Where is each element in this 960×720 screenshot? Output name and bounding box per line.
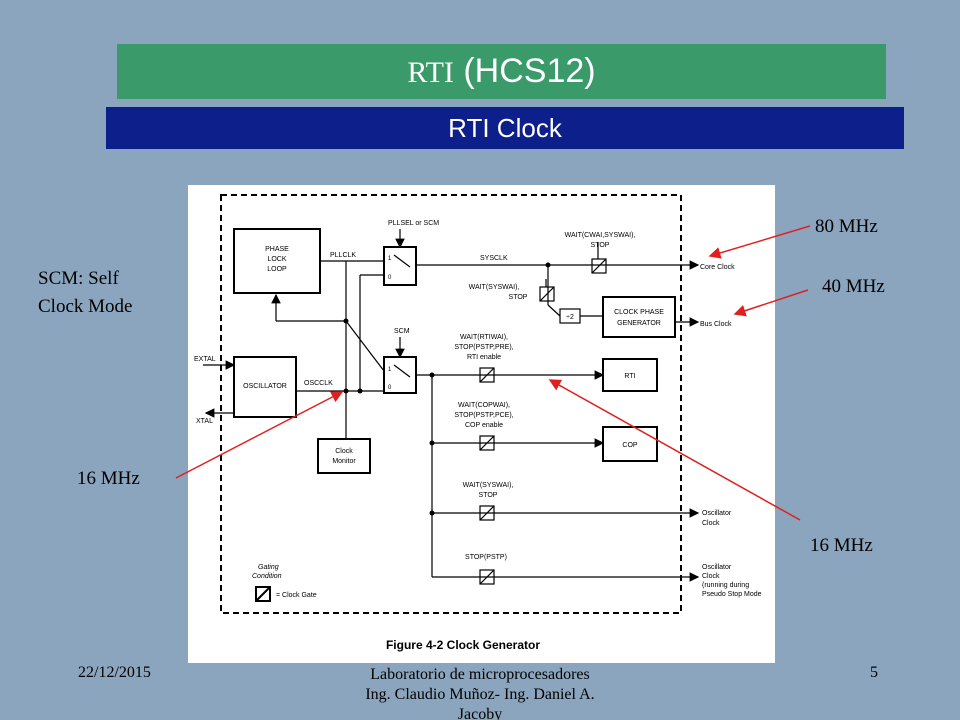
freq-80mhz-label: 80 MHz (815, 216, 878, 237)
pseudo-clock-label-1: Oscillator (702, 564, 732, 571)
clock-monitor-label-2: Monitor (332, 458, 356, 465)
pseudo-clock-label-4: Pseudo Stop Mode (702, 591, 762, 598)
arrow-40mhz (733, 289, 809, 317)
arrow-16mhz-right (548, 379, 801, 521)
rti-block-label: RTI (624, 373, 635, 380)
scm-annotation-line1: SCM: Self (38, 268, 119, 289)
pllsel-label: PLLSEL or SCM (388, 220, 439, 227)
freq-40mhz-label: 40 MHz (822, 276, 885, 297)
gate-rti-label-1: WAIT(RTIWAI), (460, 334, 508, 341)
oscillator-block (233, 356, 297, 418)
footer-date: 22/12/2015 (78, 664, 151, 681)
footer-line1: Laboratorio de microprocesadores (370, 666, 590, 683)
div2-label: ÷2 (566, 314, 574, 321)
mux2-input-1: 1 (388, 367, 392, 373)
arrow-80mhz (708, 225, 811, 259)
clock-generator-figure: PHASE LOCK LOOP PLLCLK PLLSEL or SCM SCM… (188, 185, 775, 663)
freq-16mhz-right-label: 16 MHz (810, 535, 873, 556)
slide-title: RTI (HCS12) (117, 44, 886, 99)
cop-block-label: COP (622, 442, 638, 449)
title-part2: (HCS12) (463, 52, 596, 90)
gate-pseudo-label: STOP(PSTP) (465, 554, 507, 561)
pseudo-clock-label-3: (running during (702, 582, 749, 589)
oscclk-label: OSCCLK (304, 380, 333, 387)
slide-subtitle: RTI Clock (106, 107, 904, 149)
footer-authors: Laboratorio de microprocesadores Ing. Cl… (330, 665, 630, 720)
gate-cop-label-3: COP enable (465, 422, 503, 429)
title-part1: RTI (407, 56, 454, 89)
extal-label: EXTAL (194, 356, 216, 363)
scm-label: SCM (394, 328, 410, 335)
arrow-16mhz-left (175, 391, 344, 479)
gate-core-label-1: WAIT(CWAI,SYSWAI), (565, 232, 636, 239)
gating-label-1: Gating (258, 564, 279, 571)
gate-bus-label-2: STOP (509, 294, 528, 301)
gate-osc-label-2: STOP (479, 492, 498, 499)
pseudo-clock-label-2: Clock (702, 573, 720, 580)
freq-16mhz-left-label: 16 MHz (77, 468, 140, 489)
osc-clock-label-1: Oscillator (702, 510, 732, 517)
gate-cop-label-1: WAIT(COPWAI), (458, 402, 510, 409)
figure-caption: Figure 4-2 Clock Generator (386, 638, 540, 652)
clock-monitor-block (317, 438, 371, 474)
gate-core-label-2: STOP (591, 242, 610, 249)
gate-rti-label-2: STOP(PSTP,PRE), (454, 344, 513, 351)
clock-phase-generator-block (602, 296, 676, 338)
footer-line2: Ing. Claudio Muñoz- Ing. Daniel A. (365, 686, 595, 703)
dashed-boundary (220, 194, 682, 614)
mux1-input-1: 1 (388, 256, 392, 262)
osc-clock-label-2: Clock (702, 520, 720, 527)
cpg-label-1: CLOCK PHASE (614, 309, 664, 316)
bus-clock-label: Bus Clock (700, 321, 732, 328)
pll-label-2: LOCK (267, 256, 286, 263)
clock-generator-diagram: PHASE LOCK LOOP PLLCLK PLLSEL or SCM SCM… (194, 194, 762, 652)
xtal-label: XTAL (196, 418, 213, 425)
sysclk-label: SYSCLK (480, 255, 508, 262)
gate-osc-label-1: WAIT(SYSWAI), (463, 482, 514, 489)
gate-cop-label-2: STOP(PSTP,PCE), (454, 412, 513, 419)
clock-gate-legend: = Clock Gate (276, 592, 317, 599)
cpg-label-2: GENERATOR (617, 320, 661, 327)
footer-page-number: 5 (870, 664, 878, 681)
footer-line3: Jacoby (457, 706, 503, 720)
gating-label-2: Condition (252, 573, 282, 580)
mux1-input-0: 0 (388, 275, 392, 281)
gate-rti-label-3: RTI enable (467, 354, 501, 361)
pll-label-3: LOOP (267, 266, 287, 273)
oscillator-label: OSCILLATOR (243, 383, 287, 390)
gate-bus-label-1: WAIT(SYSWAI), (469, 284, 520, 291)
core-clock-label: Core Clock (700, 264, 735, 271)
pllclk-label: PLLCLK (330, 252, 356, 259)
pll-label-1: PHASE (265, 246, 289, 253)
clock-monitor-label-1: Clock (335, 448, 353, 455)
mux2-input-0: 0 (388, 385, 392, 391)
scm-annotation-line2: Clock Mode (38, 296, 133, 317)
